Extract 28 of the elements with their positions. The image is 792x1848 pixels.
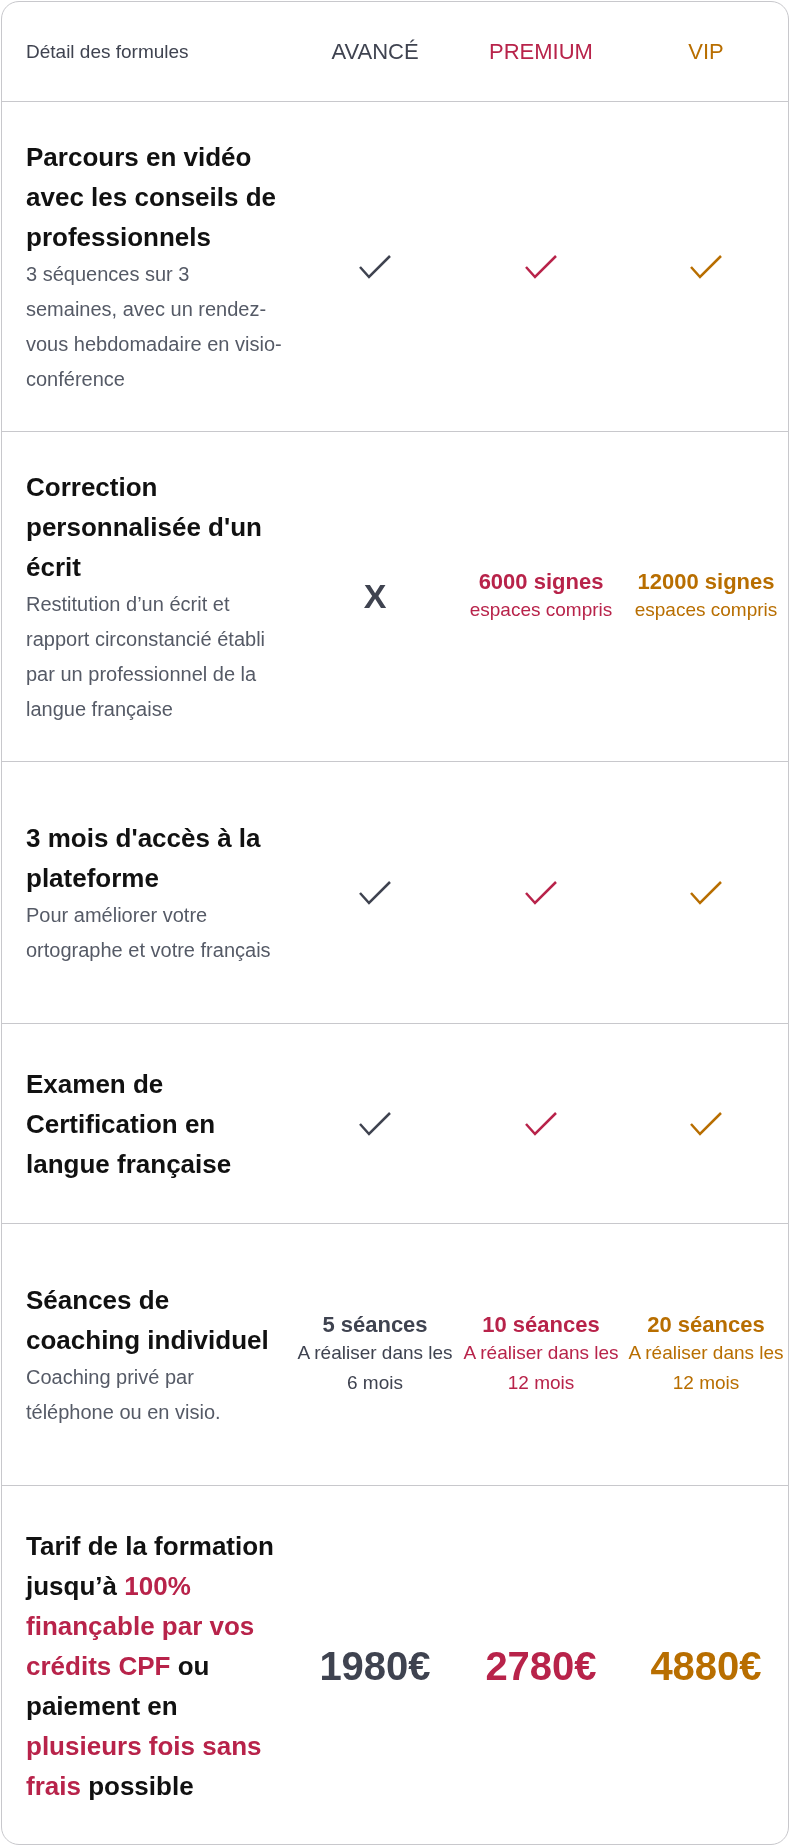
feature-description: Pour améliorer votre ortographe et votre français <box>26 902 272 963</box>
feature-description: Restitution d’un écrit et rapport circonstancié établi par un professionnel de la langue française <box>26 591 266 722</box>
cell-note: espaces compris <box>634 597 778 622</box>
cell-value: 10 séances <box>482 1311 600 1338</box>
feature-title: Examen de Certification en langue française <box>26 1067 233 1181</box>
column-header: VIP <box>688 38 724 65</box>
cell-value: 6000 signes <box>478 568 604 595</box>
cell-note: espaces compris <box>469 597 613 622</box>
price: 4880€ <box>650 1643 762 1689</box>
cell-value: 12000 signes <box>637 568 775 595</box>
feature-title: Correction personnalisée d'un écrit <box>26 470 263 584</box>
cell-note: A réaliser dans les 12 mois <box>462 1340 620 1395</box>
feature-title: 3 mois d'accès à la plateforme <box>26 821 262 895</box>
feature-description: 3 séquences sur 3 semaines, avec un rendez-vous hebdomadaire en visio-conférence <box>26 261 282 392</box>
column-header: PREMIUM <box>489 38 593 65</box>
column-header: AVANCÉ <box>331 38 419 65</box>
column-header: Détail des formules <box>26 40 189 63</box>
feature-title: Séances de coaching individuel <box>26 1283 270 1357</box>
cell-value: 20 séances <box>647 1311 765 1338</box>
cell-note: A réaliser dans les 12 mois <box>628 1340 784 1395</box>
cross-mark: X <box>363 577 387 616</box>
price-description: Tarif de la formation jusqu’à 100% finançable par vos crédits CPF ou paiement en plusieurs fois sans frais possible <box>26 1530 275 1803</box>
cell-value: 5 séances <box>322 1311 428 1338</box>
price: 1980€ <box>319 1643 431 1689</box>
feature-description: Coaching privé par téléphone ou en visio. <box>26 1364 222 1425</box>
cell-note: A réaliser dans les 6 mois <box>296 1340 454 1395</box>
feature-title: Parcours en vidéo avec les conseils de professionnels <box>26 140 278 254</box>
price: 2780€ <box>485 1643 597 1689</box>
